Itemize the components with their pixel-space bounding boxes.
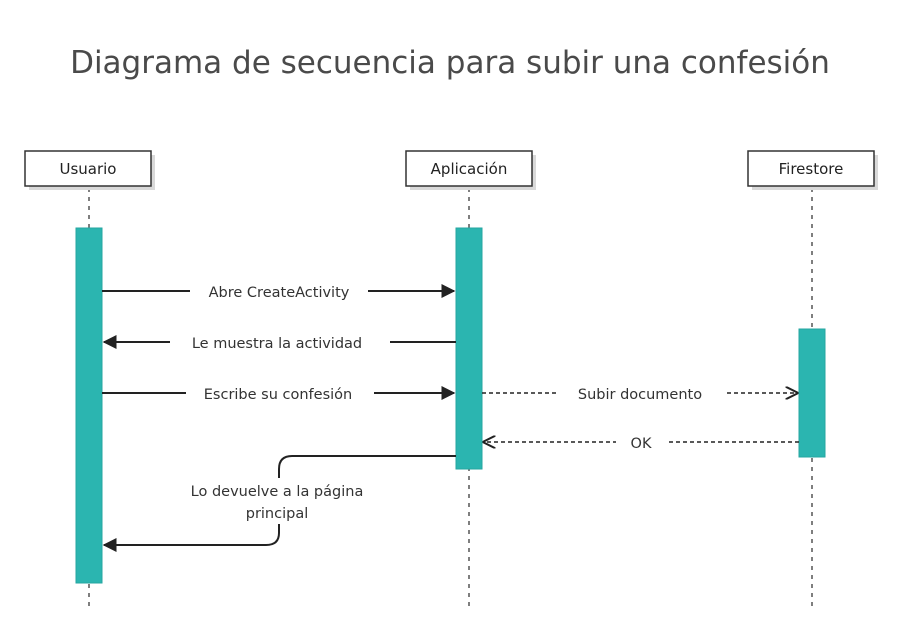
message-subir-documento: Subir documento — [482, 382, 797, 404]
message-escribe-su-confesion: Escribe su confesión — [102, 382, 456, 404]
message-ok: OK — [484, 431, 799, 453]
participant-firestore-label: Firestore — [779, 160, 844, 178]
participant-usuario: Usuario — [24, 150, 155, 190]
diagram-title: Diagrama de secuencia para subir una con… — [70, 45, 830, 81]
activation-aplicacion — [455, 227, 483, 470]
participant-usuario-label: Usuario — [59, 160, 116, 178]
message-label: Le muestra la actividad — [192, 336, 362, 352]
message-label: Escribe su confesión — [204, 387, 352, 403]
message-label: Abre CreateActivity — [209, 285, 350, 301]
participant-aplicacion-label: Aplicación — [431, 160, 508, 178]
activation-usuario — [75, 227, 103, 584]
message-abre-createactivity: Abre CreateActivity — [102, 280, 456, 302]
message-label: OK — [631, 436, 652, 452]
message-label-line2: principal — [246, 506, 309, 522]
participant-aplicacion: Aplicación — [405, 150, 536, 190]
message-label-line1: Lo devuelve a la página — [191, 484, 364, 500]
message-label: Subir documento — [578, 387, 702, 403]
message-lo-devuelve: Lo devuelve a la página principal — [102, 455, 456, 552]
activation-firestore — [798, 328, 826, 458]
message-le-muestra-la-actividad: Le muestra la actividad — [102, 331, 456, 353]
participant-firestore: Firestore — [747, 150, 878, 190]
